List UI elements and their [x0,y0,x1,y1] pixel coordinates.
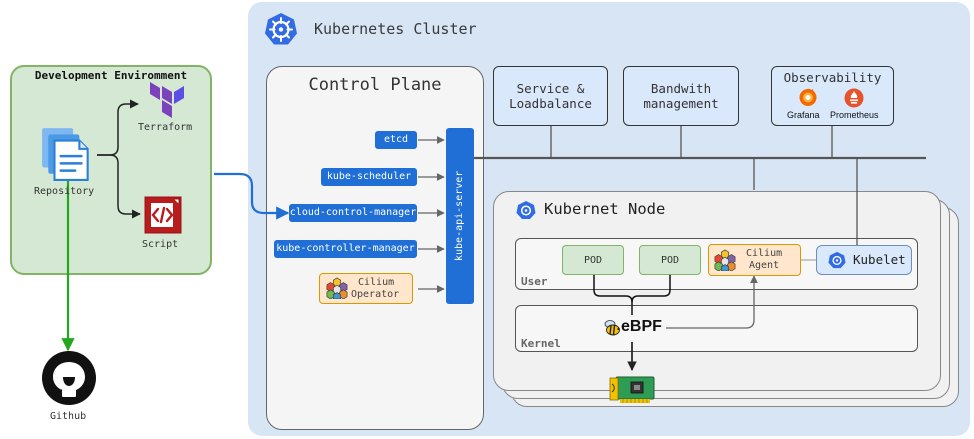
kernel-label: Kernel [521,337,561,350]
bandwidth-line2: management [643,96,719,111]
user-space-label: User [521,275,548,288]
pod2-to-ebpf [631,275,671,303]
arrow-repo-to-script [97,154,141,219]
ebpf-label: eBPF [621,318,662,335]
cluster-title: Kubernetes Cluster [314,20,477,38]
service-loadbalance-box[interactable]: Service & Loadbalance [493,66,608,126]
observability-title: Observability [783,70,882,85]
pod-2[interactable]: POD [639,245,701,275]
kubernetes-node-title: Kubernet Node [544,200,666,218]
prometheus-icon [844,88,864,108]
cilium-operator-box[interactable] [319,273,413,304]
script-label: Script [142,239,179,250]
cilium-agent-line2: Agent [749,260,780,271]
service-lb-line2: Loadbalance [509,96,592,111]
cilium-operator-line1: Cilium [358,277,395,288]
bandwidth-management-box[interactable]: Bandwith management [623,66,739,126]
grafana-label: Grafana [787,110,820,120]
kubernetes-icon [265,13,297,45]
prometheus-label: Prometheus [830,110,879,120]
ebpf-bee-icon [604,320,620,336]
kubernetes-node-box [493,191,941,391]
cilium-agent-line1: Cilium [746,248,783,259]
ebpf-to-cilium-agent [666,275,758,329]
kube-scheduler-box[interactable]: kube-scheduler [321,168,417,186]
cilium-agent-icon [714,249,736,271]
repository-label: Repository [34,186,95,197]
kube-api-server-label: kube-api-server [454,170,465,262]
kube-controller-manager-box[interactable]: kube-controller-manager [274,240,417,258]
control-plane-title: Control Plane [308,75,442,95]
development-environment-title: Development Enviromment [34,69,188,82]
pod1-to-ebpf [593,275,633,315]
cloud-control-manager-box[interactable]: cloud-control-manager [289,204,417,222]
kubernetes-node-icon [516,201,536,219]
arrow-repo-to-terraform [97,99,139,156]
service-lb-line1: Service & [516,81,585,96]
kube-api-server-box[interactable] [446,128,474,304]
kubelet-icon [828,251,846,269]
terraform-icon [150,82,184,118]
cilium-icon [326,277,348,299]
bandwidth-line1: Bandwith [650,81,712,96]
github-icon [42,351,96,405]
script-code-icon [144,196,182,234]
network-card-icon [609,376,655,403]
etcd-box[interactable]: etcd [375,131,417,149]
observability-box[interactable]: Observability [771,66,894,126]
github-label: Github [50,411,87,422]
grafana-icon [799,88,817,106]
kubelet-label: Kubelet [853,252,906,267]
repository-file-icon [42,128,89,181]
cilium-operator-line2: Operator [351,289,400,300]
arrow-devenv-to-ccm [214,172,290,220]
pod-1[interactable]: POD [562,245,624,275]
terraform-label: Terraform [138,122,193,133]
